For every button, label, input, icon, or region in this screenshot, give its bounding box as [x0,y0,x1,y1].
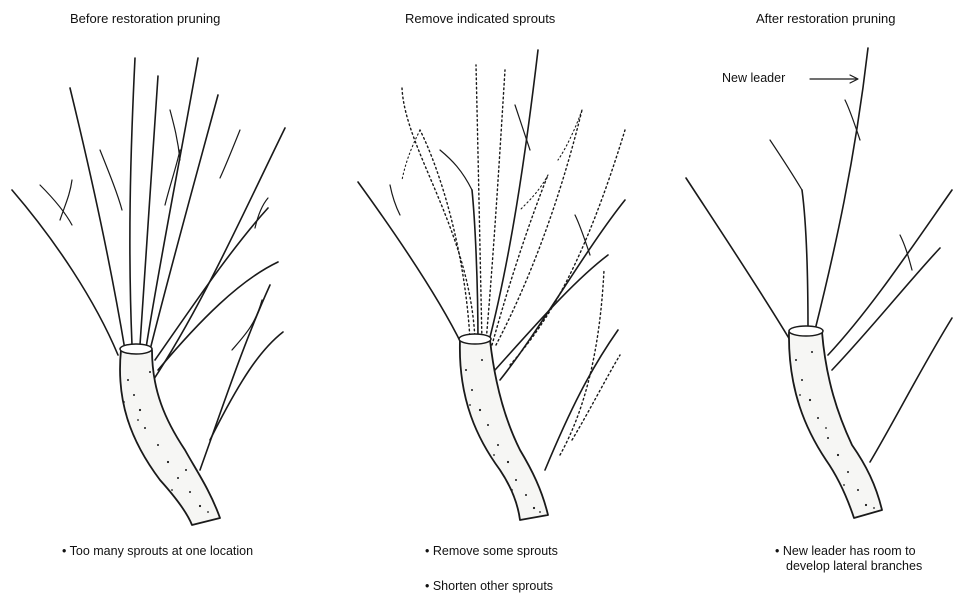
tree-before [12,58,285,525]
tree-after [686,48,952,518]
new-leader-label: New leader [722,71,785,85]
panel-3-note-2: develop lateral branches [786,558,922,574]
panel-2-note-1: • Remove some sprouts [425,543,558,559]
panel-2-note-2: • Shorten other sprouts [425,578,553,594]
tree-remove [358,50,625,520]
panel-1-note: • Too many sprouts at one location [62,543,253,559]
panel-3-note-1: • New leader has room to [775,543,916,559]
